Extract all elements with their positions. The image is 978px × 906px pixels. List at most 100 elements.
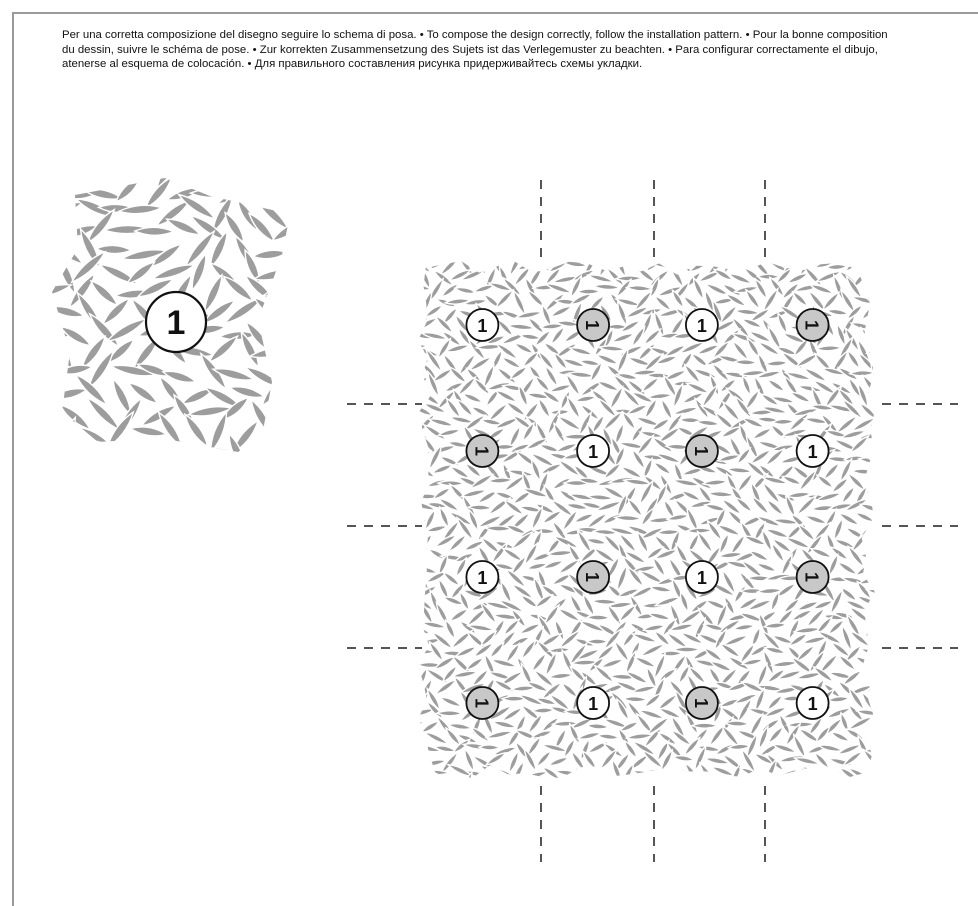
grid-tile-leaf [394, 280, 417, 302]
grid-tile-leaf [399, 423, 416, 447]
grid-tile-leaf [696, 530, 715, 554]
grid-tile-leaf [649, 585, 672, 594]
grid-tile-leaf [715, 245, 741, 258]
grid-tile-leaf [673, 754, 695, 762]
single-tile-leaf [41, 395, 64, 435]
grid-tile-leaf [653, 262, 679, 269]
single-tile-leaf [8, 398, 43, 425]
grid-tile-leaf [402, 444, 425, 451]
grid-badge-r3-c1: 1 [466, 561, 498, 593]
grid-tile-leaf [587, 723, 609, 730]
grid-tile-leaf [781, 474, 802, 486]
grid-tile-leaf [869, 552, 886, 577]
grid-tile-leaf [876, 644, 891, 665]
grid-tile-leaf [829, 545, 849, 562]
grid-tile-leaf [395, 596, 419, 617]
grid-tile-leaf [423, 730, 449, 746]
single-tile-leaf [4, 184, 47, 193]
grid-tile-leaf [383, 684, 408, 693]
grid-tile-leaf [568, 371, 595, 379]
grid-tile-leaf [408, 546, 429, 561]
single-tile-leaf [35, 168, 67, 206]
grid-tile-leaf [734, 261, 758, 268]
grid-badge-r1-c1: 1 [466, 309, 498, 341]
grid-badge-label: 1 [588, 694, 598, 714]
single-tile-leaf [88, 278, 120, 308]
grid-tile-leaf [594, 283, 621, 290]
grid-tile-leaf [648, 392, 673, 400]
grid-badge-r2-c3: 1 [686, 435, 718, 467]
single-tile-leaf [15, 422, 58, 444]
grid-tile-leaf [568, 774, 586, 793]
grid-tile-leaf [875, 424, 896, 441]
grid-tile-leaf [387, 420, 408, 426]
grid-tile-leaf [870, 481, 884, 508]
grid-badge-label-rotated: 1 [582, 320, 602, 330]
grid-tile-leaf [563, 260, 588, 269]
grid-tile-leaf [814, 776, 829, 798]
single-tile-leaf [262, 282, 303, 299]
grid-tile-leaf [688, 257, 712, 274]
grid-tile-leaf [855, 562, 875, 577]
grid-tile-leaf [657, 249, 685, 258]
single-tile-leaf [96, 161, 140, 180]
grid-tile-leaf [877, 662, 894, 686]
grid-tile-leaf [595, 780, 619, 786]
grid-tile-leaf [547, 776, 569, 790]
grid-tile-leaf [872, 711, 887, 737]
single-tile-sample: 1 [4, 150, 307, 476]
grid-tile-leaf [615, 564, 629, 591]
single-tile-leaf [21, 261, 59, 287]
grid-tile-leaf [520, 243, 543, 259]
grid-badge-label: 1 [477, 568, 487, 588]
grid-tile-leaf [523, 542, 540, 566]
single-tile-leaf [228, 157, 260, 185]
single-tile-leaf [180, 150, 218, 188]
single-tile-leaf [124, 164, 169, 175]
grid-tile-leaf [396, 723, 415, 744]
grid-badge-r2-c2: 1 [577, 435, 609, 467]
grid-tile-leaf [403, 559, 421, 579]
single-tile-leaf [275, 352, 297, 388]
single-tile-leaf [25, 383, 63, 411]
grid-tile-leaf [677, 773, 691, 799]
grid-tile-leaf [675, 247, 697, 260]
grid-tile-leaf [389, 483, 409, 507]
grid-tile-leaf [848, 244, 866, 263]
grid-tile-leaf [722, 253, 736, 274]
single-tile-badge-label: 1 [167, 304, 186, 342]
grid-tile-leaf [388, 342, 411, 359]
grid-tile-leaf [549, 672, 573, 680]
grid-tile-leaf [874, 361, 896, 368]
grid-tile-leaf [564, 245, 591, 258]
grid-tile-leaf [398, 349, 414, 370]
grid-tile-leaf [440, 249, 465, 262]
grid-tile-leaf [673, 647, 700, 652]
grid-tile-leaf [856, 249, 883, 259]
grid-tile-leaf [797, 523, 817, 543]
grid-tile-leaf [669, 264, 686, 288]
single-tile-badge: 1 [146, 292, 206, 352]
single-tile-leaf [111, 440, 147, 474]
grid-tile-leaf [534, 593, 554, 610]
grid-tile-leaf [462, 392, 484, 405]
grid-tile-leaf [391, 714, 406, 738]
grid-tile-leaf [816, 345, 842, 351]
single-tile-leaf [17, 209, 45, 243]
grid-tile-leaf [764, 622, 787, 629]
grid-tile-leaf [791, 290, 809, 308]
grid-tile-leaf [865, 653, 885, 673]
grid-tile-leaf [390, 254, 414, 272]
grid-tile-leaf [391, 474, 416, 494]
grid-tile-leaf [657, 780, 682, 789]
single-tile-leaf [44, 164, 79, 183]
single-tile-leaf [47, 199, 84, 219]
grid-tile-leaf [400, 461, 421, 479]
grid-badge-r4-c3: 1 [686, 687, 718, 719]
grid-tile-leaf [507, 323, 534, 331]
grid-tile-leaf [870, 269, 887, 290]
grid-tile-leaf [399, 369, 426, 382]
single-tile-leaf [39, 434, 65, 469]
grid-badge-label: 1 [588, 442, 598, 462]
grid-badge-label-rotated: 1 [691, 698, 711, 708]
